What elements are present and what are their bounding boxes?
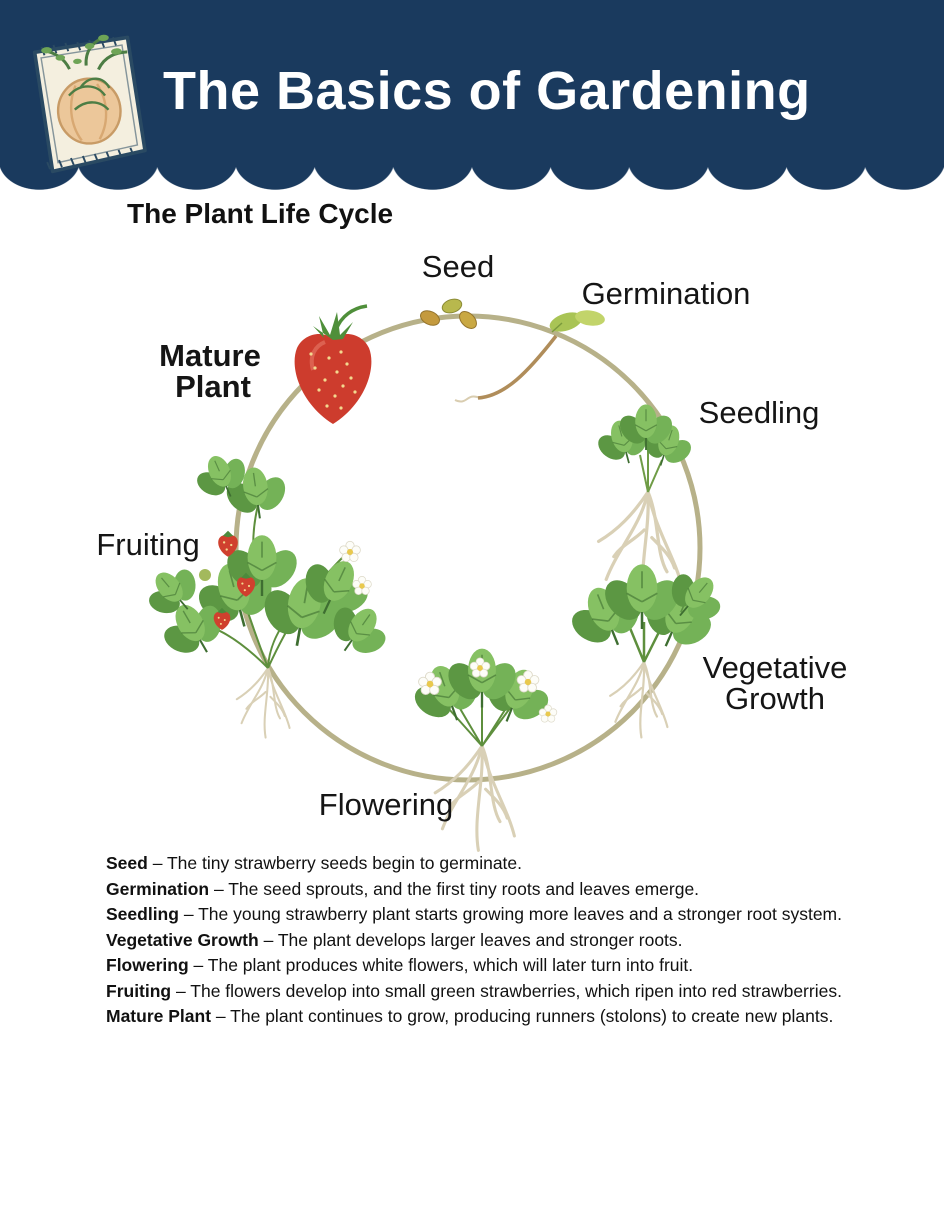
cycle-ring — [233, 313, 703, 783]
stage-description-seed: Seed – The tiny strawberry seeds begin t… — [106, 851, 864, 877]
label-seedling: Seedling — [698, 395, 820, 430]
mature-plant-illustration — [294, 304, 372, 424]
stage-term: Seed — [106, 853, 148, 873]
stage-term: Vegetative Growth — [106, 929, 259, 950]
stage-text: – The flowers develop into small green s… — [176, 980, 842, 1001]
header-banner — [0, 0, 944, 160]
stage-term: Flowering — [106, 955, 189, 975]
stage-text: – The plant continues to grow, producing… — [215, 1006, 834, 1026]
page-title: The Basics of Gardening — [163, 61, 811, 121]
stage-text: – The young strawberry plant starts grow… — [183, 904, 842, 924]
stage-description-flowering: Flowering – The plant produces white flo… — [106, 953, 864, 979]
stage-term: Fruiting — [106, 980, 172, 1001]
section-title: The Plant Life Cycle — [127, 198, 394, 229]
label-vegetative-growth-line2: Growth — [725, 681, 825, 716]
vegetative-growth-illustration — [555, 557, 737, 739]
stage-text: – The plant develops larger leaves and s… — [263, 929, 683, 950]
stage-description-seedling: Seedling – The young strawberry plant st… — [106, 902, 864, 928]
germination-illustration — [454, 310, 605, 403]
label-flowering: Flowering — [318, 787, 454, 822]
stage-description-germination: Germination – The seed sprouts, and the … — [106, 877, 864, 903]
stage-description-fruiting: Fruiting – The flowers develop into smal… — [106, 979, 864, 1005]
scalloped-edge — [0, 160, 944, 190]
stage-term: Germination — [106, 878, 210, 899]
stage-description-vegetative-growth: Vegetative Growth – The plant develops l… — [106, 928, 864, 954]
label-germination: Germination — [581, 276, 751, 311]
seed-illustration — [420, 298, 477, 329]
stage-descriptions: Seed – The tiny strawberry seeds begin t… — [106, 851, 864, 1030]
label-mature-plant-line2: Plant — [175, 369, 251, 404]
stage-term: Seedling — [106, 904, 179, 924]
label-fruiting: Fruiting — [96, 527, 200, 562]
stage-text: – The tiny strawberry seeds begin to ger… — [152, 853, 523, 873]
fruiting-illustration — [133, 443, 402, 739]
stage-text: – The seed sprouts, and the first tiny r… — [213, 878, 700, 899]
stage-description-mature-plant: Mature Plant – The plant continues to gr… — [106, 1004, 864, 1030]
label-seed: Seed — [421, 249, 495, 284]
seed-packet-icon — [24, 30, 156, 185]
stage-text: – The plant produces white flowers, whic… — [193, 955, 694, 975]
seedling-illustration — [587, 403, 702, 604]
stage-term: Mature Plant — [106, 1006, 212, 1026]
